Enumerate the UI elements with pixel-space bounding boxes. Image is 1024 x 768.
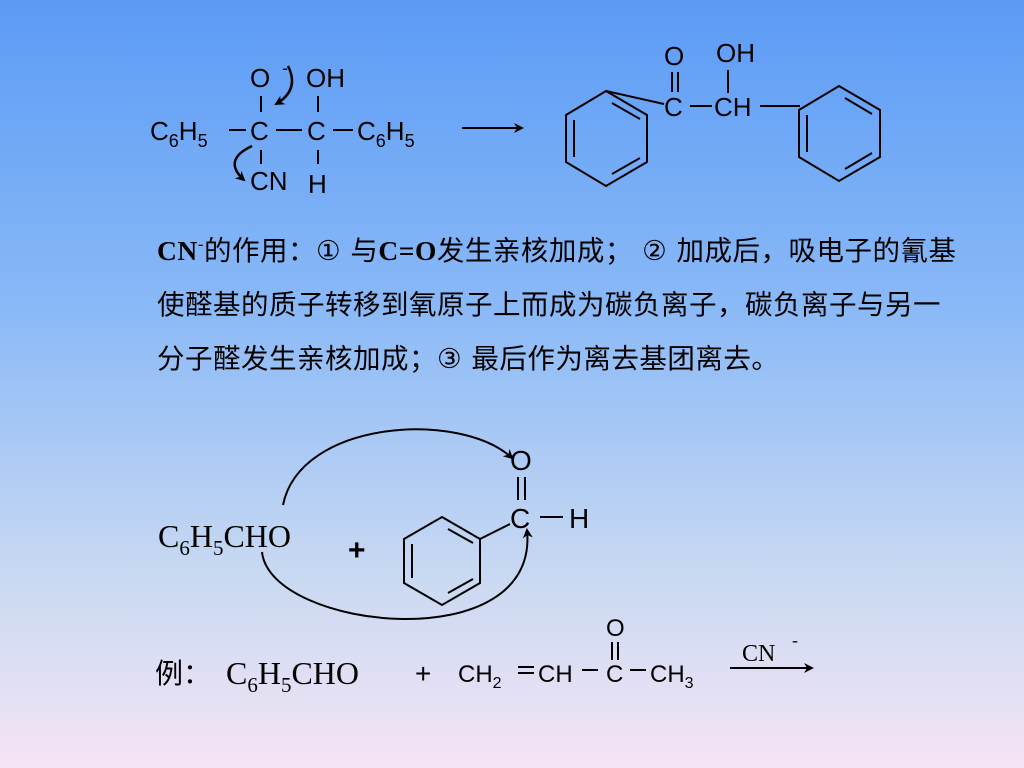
cyano-label: CN — [250, 166, 288, 196]
benzaldehyde-formula-label: C6H5CHO — [158, 518, 291, 560]
ketone-carbon-label: C — [606, 661, 623, 688]
cyanide-label: CN — [157, 235, 198, 267]
catalyst-charge-label: - — [792, 630, 798, 650]
catalyst-label: CN — [742, 641, 775, 667]
carbon-alkoxide-label: C — [250, 116, 269, 146]
example-plus-sign: + — [415, 658, 431, 689]
attack-arrow-upper-icon — [282, 428, 514, 506]
explanation-part2: 发生亲核加成； ② 加成后，吸电子的氰基使醛基的质子转移到氧原子上而成为碳负离子… — [157, 235, 957, 376]
product-hydroxyl-label: OH — [716, 38, 755, 68]
benzene-ring-left-icon — [565, 89, 648, 188]
electron-arrow-upper-icon — [274, 65, 294, 106]
phenyl-left-label: C6H5 — [150, 116, 208, 151]
benzene-ring-right-icon — [798, 84, 881, 183]
explanation-part1: 的作用：① 与 — [204, 235, 379, 268]
aldehyde-oxygen-label: O — [510, 445, 532, 476]
carbonyl-oxygen-label: O — [664, 41, 684, 71]
vinyl-label: CH2 — [458, 661, 502, 692]
cyanide-charge-label: - — [197, 235, 205, 254]
oxygen-anion-label: O — [250, 63, 270, 93]
carbonyl-label: C=O — [378, 235, 437, 267]
benzene-ring-aldehyde-icon — [403, 515, 481, 607]
methine-vinyl-label: CH — [538, 661, 573, 688]
aldehyde-carbon-label: C — [510, 503, 530, 534]
carbonyl-carbon-label: C — [664, 92, 683, 122]
benzoin-product: O C OH CH — [565, 38, 881, 188]
hydroxyl-label: OH — [306, 63, 345, 93]
mechanism-explanation: CN-的作用：① 与C=O发生亲核加成； ② 加成后，吸电子的氰基使醛基的质子转… — [157, 218, 967, 386]
methyl-label: CH3 — [650, 661, 694, 692]
negative-charge-label: - — [282, 58, 288, 78]
example-reaction: 例： C6H5CHO + CH2 CH O C CH3 CN - — [155, 615, 814, 697]
ketone-oxygen-label: O — [606, 615, 625, 642]
phenyl-right-label: C6H5 — [357, 116, 415, 151]
carbanion-attack-diagram: C6H5CHO + O C H — [158, 428, 589, 620]
methine-label: CH — [714, 92, 752, 122]
example-label: 例： — [155, 657, 211, 690]
hydrogen-label: H — [308, 169, 327, 199]
alkoxide-intermediate: O - OH C6H5 C C C6H5 CN H — [150, 58, 415, 199]
example-benzaldehyde-label: C6H5CHO — [226, 655, 359, 697]
aldehyde-hydrogen-label: H — [569, 503, 589, 534]
electron-arrow-lower-icon — [233, 144, 253, 182]
plus-sign: + — [348, 534, 366, 567]
attack-arrow-lower-icon — [261, 528, 533, 620]
carbon-carbinol-label: C — [307, 116, 326, 146]
